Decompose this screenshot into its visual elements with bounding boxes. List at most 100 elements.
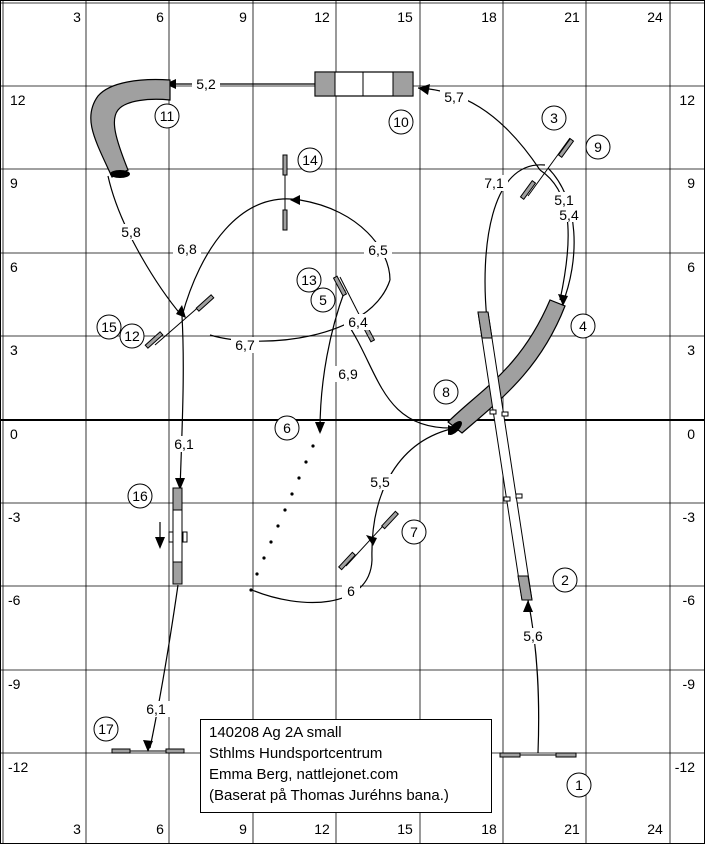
jump-5-13 — [332, 275, 376, 343]
obstacle-numbers — [93, 103, 611, 798]
course-info-box: 140208 Ag 2A small Sthlms Hundsportcentr… — [200, 719, 492, 813]
distance-label-bgs — [117, 76, 583, 717]
y-axis-label: 9 — [10, 175, 18, 191]
obstacle-number: 11 — [160, 108, 175, 124]
y-axis-label: 9 — [687, 175, 695, 191]
x-axis-label: 3 — [73, 9, 81, 25]
distance-label: 5,8 — [121, 224, 141, 240]
distance-label: 6,8 — [177, 241, 197, 257]
course-credit: (Baserat på Thomas Juréhns bana.) — [209, 787, 449, 804]
obstacle-number: 2 — [561, 572, 569, 588]
y-axis-label: 6 — [10, 259, 18, 275]
obstacle-number: 12 — [124, 328, 140, 344]
course-author: Emma Berg, nattlejonet.com — [209, 766, 399, 783]
y-axis-label: 6 — [687, 259, 695, 275]
jump-3-9 — [519, 137, 575, 200]
jump-14 — [282, 154, 288, 231]
seesaw-16-pivot — [168, 531, 174, 543]
seesaw-16-contact — [172, 487, 183, 511]
tunnel-11-end — [110, 170, 130, 178]
distance-label: 6,1 — [174, 436, 194, 452]
y-axis-label: 12 — [10, 92, 26, 108]
path-arrows — [143, 79, 568, 752]
y-axis-label: -6 — [8, 592, 21, 608]
y-axis-label: -6 — [683, 592, 696, 608]
distance-label: 5,1 — [554, 192, 574, 208]
obstacle-number: 16 — [132, 488, 148, 504]
distance-label: 5,2 — [196, 76, 216, 92]
x-axis-label: 21 — [564, 821, 580, 837]
y-axis-label: -9 — [683, 676, 696, 692]
y-axis-label: 12 — [679, 92, 695, 108]
distance-label: 6,1 — [146, 701, 166, 717]
tunnel-11 — [90, 78, 171, 178]
x-axis-label: 24 — [647, 821, 663, 837]
obstacle-number: 7 — [410, 524, 418, 540]
y-axis-label: -12 — [675, 759, 695, 775]
y-axis-label: -3 — [8, 509, 21, 525]
obstacle-number: 10 — [393, 114, 409, 130]
obstacle-number: 17 — [98, 721, 114, 737]
weave-10-contact — [392, 71, 414, 97]
jump-1 — [499, 752, 577, 758]
dogwalk-2-mark — [501, 411, 509, 417]
obstacle-number: 4 — [579, 318, 587, 334]
x-axis-label: 15 — [397, 821, 413, 837]
distance-label: 5,6 — [523, 628, 543, 644]
jump-7 — [338, 510, 399, 571]
dogwalk-2-contact-top — [477, 311, 493, 339]
distance-label: 5,7 — [444, 89, 464, 105]
dogwalk-2-mark — [503, 496, 511, 502]
distance-label: 6,5 — [368, 242, 388, 258]
obstacle-number: 14 — [302, 152, 318, 168]
jump-12-15 — [144, 294, 215, 349]
obstacle-number: 15 — [101, 319, 117, 335]
y-axis-label: -12 — [8, 759, 28, 775]
y-axis-label: 0 — [687, 426, 695, 442]
x-axis-label: 12 — [314, 821, 330, 837]
tunnel-4-8 — [447, 299, 566, 434]
x-axis-label: 6 — [156, 9, 164, 25]
distance-label: 6,9 — [338, 366, 358, 382]
tunnel-8-end — [448, 421, 462, 435]
y-axis-label: -9 — [8, 676, 21, 692]
dogwalk-2-mark — [489, 409, 497, 415]
x-axis-label: 9 — [239, 821, 247, 837]
y-axis-label: -3 — [683, 509, 696, 525]
x-axis-label: 18 — [481, 821, 497, 837]
x-axis-label: 18 — [481, 9, 497, 25]
dogwalk-2-mark — [515, 493, 523, 499]
dogwalk-2-contact-bottom — [517, 575, 533, 601]
x-axis-label: 3 — [73, 821, 81, 837]
obstacle-number: 8 — [442, 384, 450, 400]
y-axis-label: 0 — [10, 426, 18, 442]
x-axis-label: 12 — [314, 9, 330, 25]
distance-label: 7,1 — [484, 175, 504, 191]
dotted-path — [249, 428, 322, 592]
x-axis-label: 21 — [564, 9, 580, 25]
obstacle-number: 9 — [594, 139, 602, 155]
weave-10-contact — [314, 71, 336, 97]
course-venue: Sthlms Hundsportcentrum — [209, 745, 383, 762]
distance-label: 5,5 — [370, 474, 390, 490]
y-axis-label: 3 — [10, 342, 18, 358]
obstacle-number: 3 — [550, 110, 558, 126]
x-axis-label: 6 — [156, 821, 164, 837]
x-axis-label: 24 — [647, 9, 663, 25]
distance-label: 6 — [347, 583, 355, 599]
seesaw-16-contact — [172, 561, 183, 585]
obstacle-number: 13 — [301, 272, 317, 288]
distance-label: 5,4 — [559, 207, 579, 223]
obstacle-number: 5 — [319, 292, 327, 308]
course-title: 140208 Ag 2A small — [209, 724, 342, 741]
x-axis-label: 15 — [397, 9, 413, 25]
distance-label: 6,4 — [348, 314, 368, 330]
x-axis-label: 9 — [239, 9, 247, 25]
seesaw-16-pivot — [182, 531, 188, 543]
obstacle-number: 1 — [575, 777, 583, 793]
jump-17 — [111, 748, 185, 754]
y-axis-label: 3 — [687, 342, 695, 358]
obstacle-number: 6 — [283, 420, 291, 436]
distance-label: 6,7 — [235, 337, 255, 353]
